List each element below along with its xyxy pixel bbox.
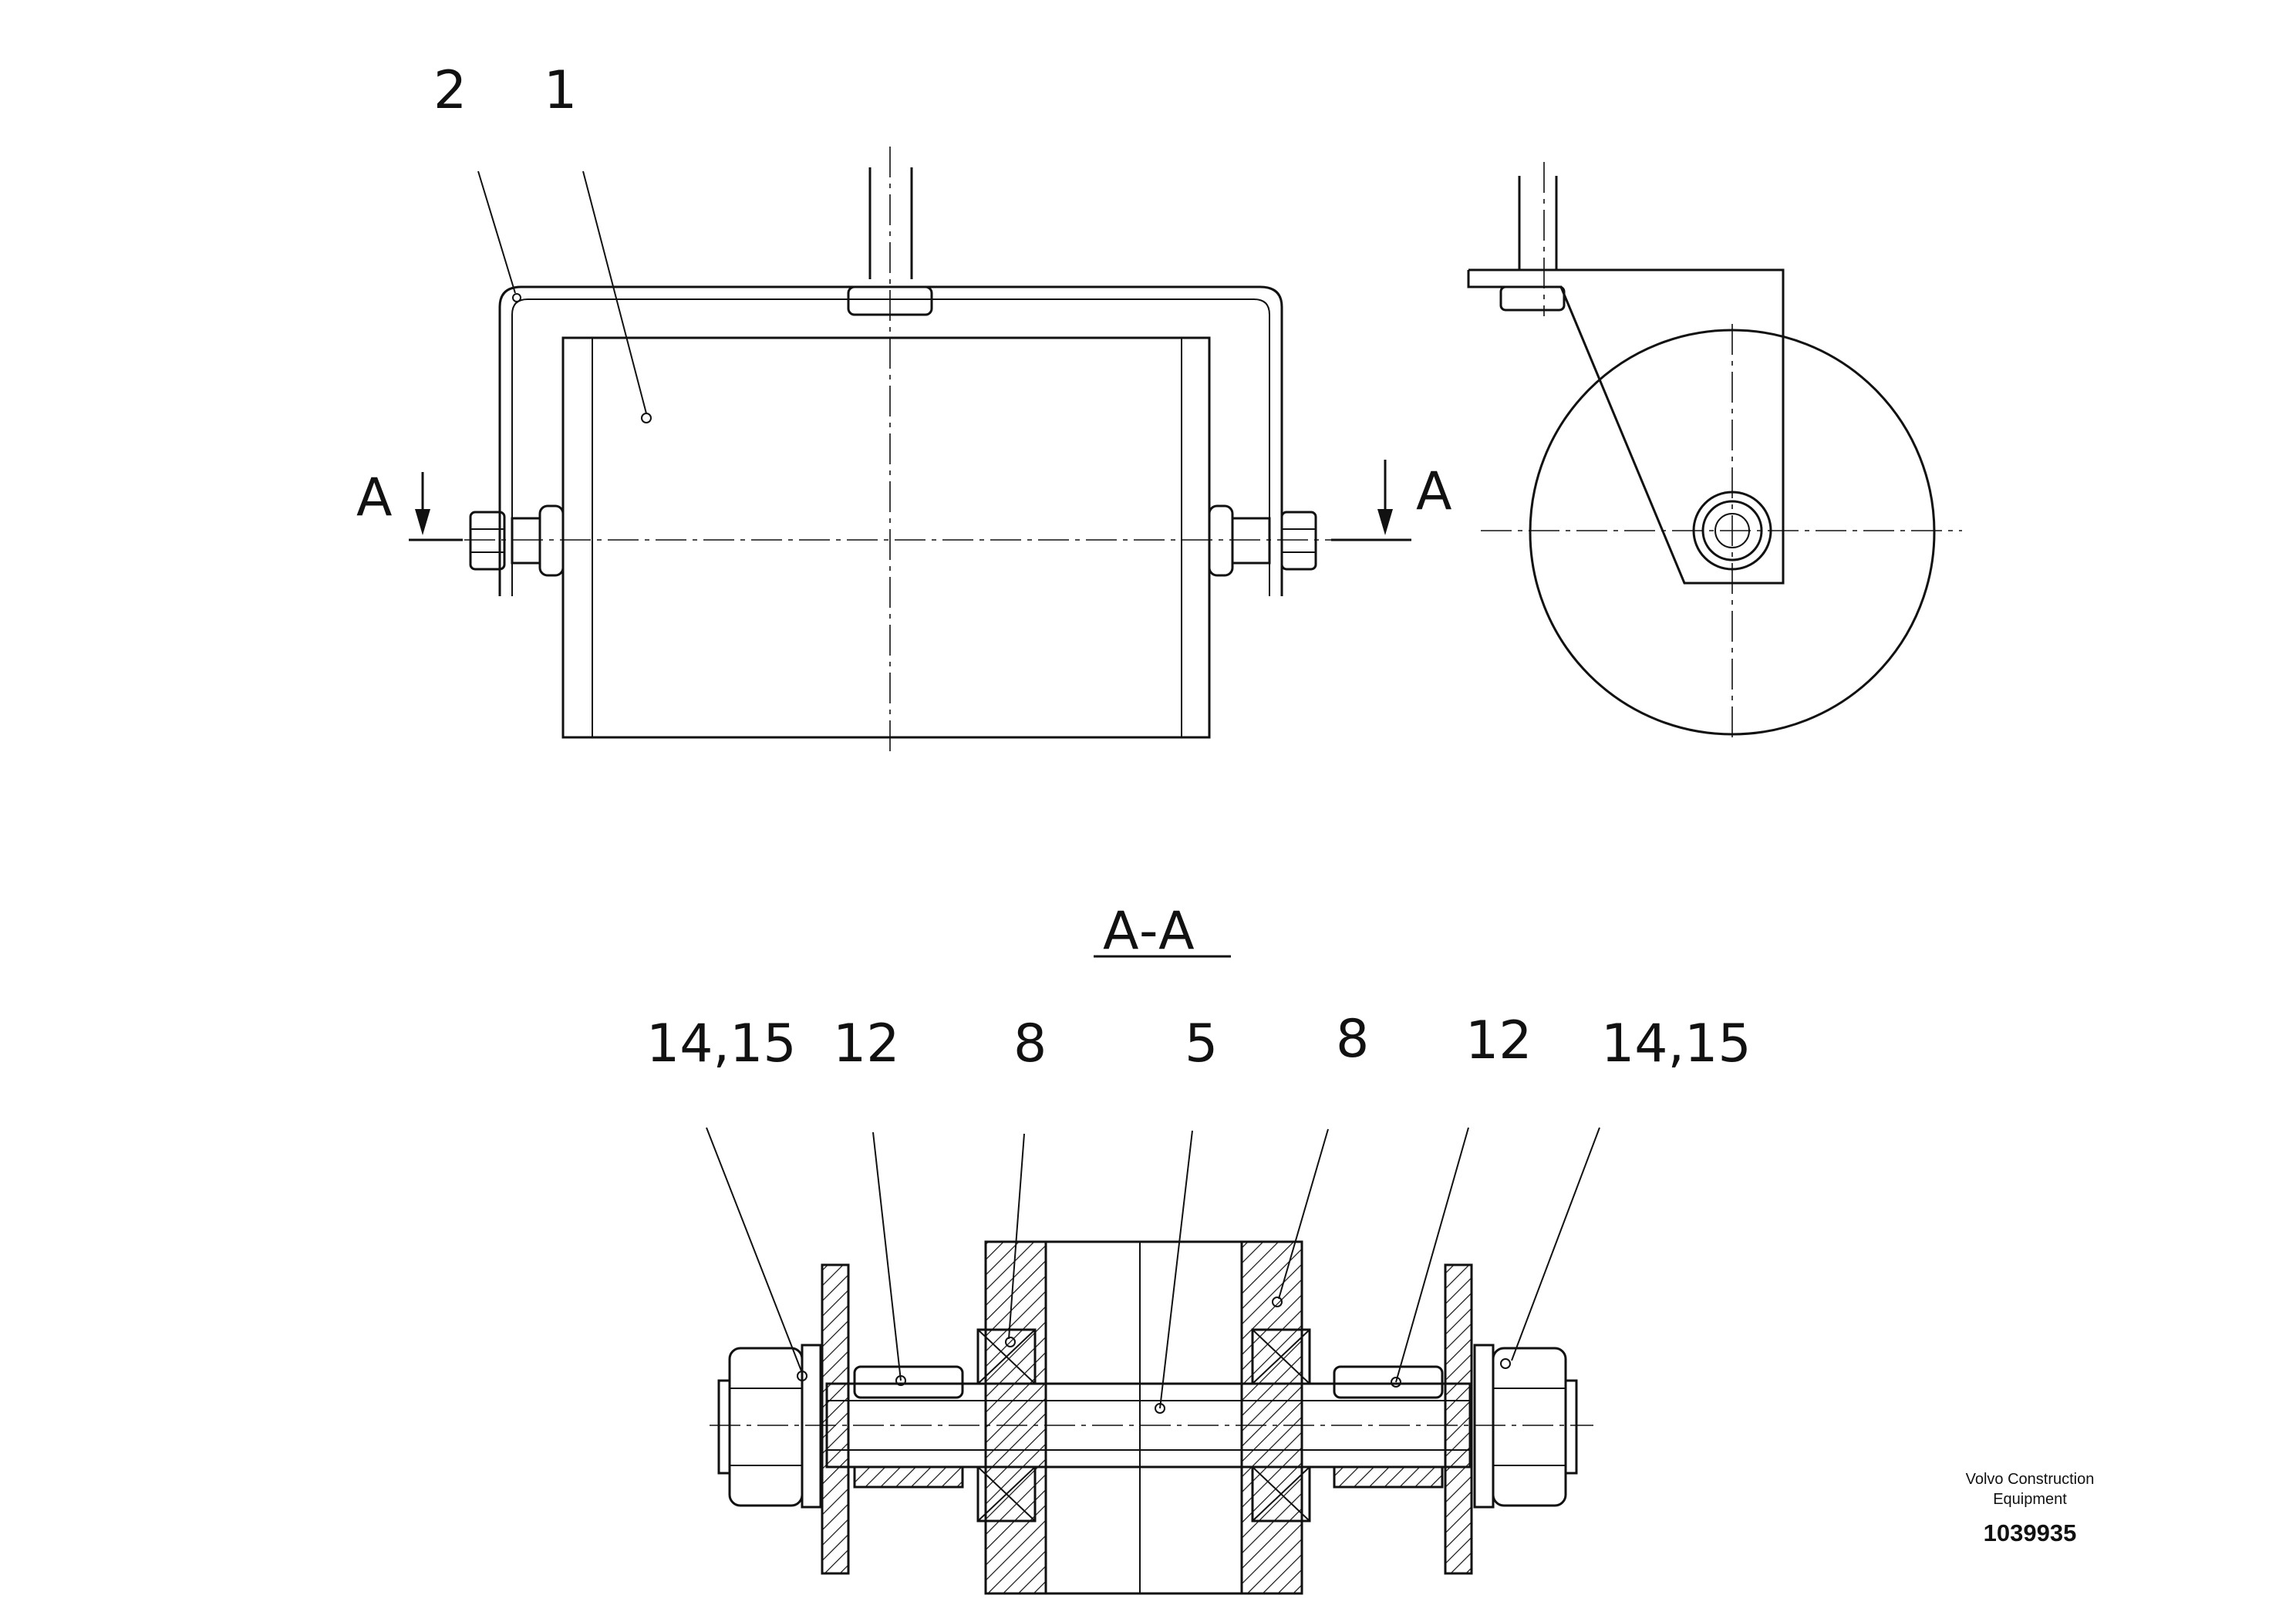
roller-drum — [561, 336, 1211, 739]
brand-line-2: Equipment — [1993, 1491, 2067, 1508]
callout-2: 2 — [433, 60, 467, 121]
callout-8-right: 8 — [1336, 1009, 1369, 1070]
side-bracket — [1467, 268, 1785, 585]
front-view: A A 2 1 — [356, 60, 1452, 757]
fork-bracket — [498, 285, 1283, 596]
section-arrow-right — [1331, 460, 1411, 541]
section-view: A-A 14,15 12 8 5 8 12 14,15 — [646, 901, 1752, 1595]
section-title: A-A — [1103, 901, 1196, 962]
side-view — [1467, 162, 1962, 740]
right-axle-end — [1208, 504, 1317, 577]
mount-shaft — [868, 167, 913, 279]
callout-1: 1 — [544, 60, 577, 121]
callout-14-15-left: 14,15 — [646, 1013, 797, 1074]
section-mark-left: A — [356, 467, 393, 528]
brand-line-1: Volvo Construction — [1966, 1471, 2095, 1488]
section-arrow-left — [409, 472, 463, 541]
section-mark-right: A — [1416, 461, 1452, 522]
callout-8-left: 8 — [1013, 1013, 1047, 1074]
nut-right — [1492, 1347, 1578, 1507]
callout-12-right: 12 — [1465, 1010, 1532, 1071]
brand-block: Volvo Construction Equipment 1039935 — [1966, 1471, 2095, 1546]
callout-14-15-right: 14,15 — [1601, 1013, 1752, 1074]
left-axle-end — [469, 504, 565, 577]
callout-12-left: 12 — [833, 1013, 900, 1074]
callout-5: 5 — [1185, 1013, 1218, 1074]
nut-left — [717, 1347, 804, 1507]
drawing-number: 1039935 — [1984, 1519, 2077, 1546]
